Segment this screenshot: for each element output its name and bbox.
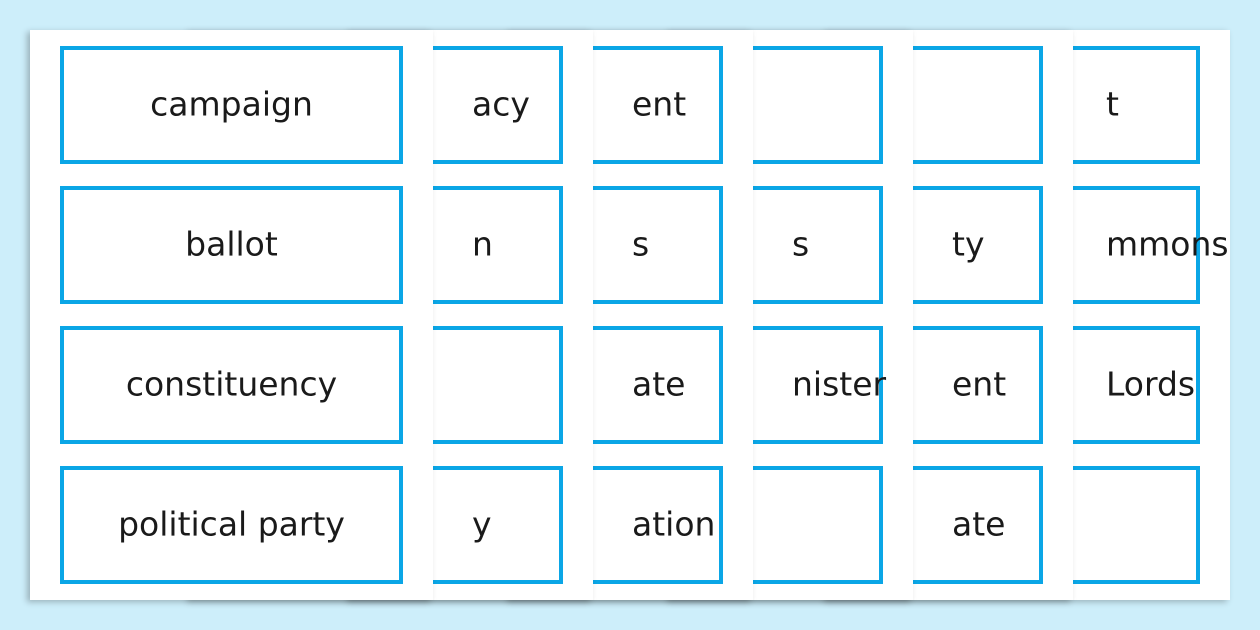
word-card: political party	[60, 466, 403, 584]
word-fragment: ate	[632, 364, 686, 404]
word-fragment: Lords	[1106, 364, 1196, 404]
word-label: ballot	[185, 224, 278, 264]
word-card: campaign	[60, 46, 403, 164]
word-fragment: ation	[632, 504, 716, 544]
word-fragment: ent	[632, 84, 687, 124]
word-fragment: mmons	[1106, 224, 1229, 264]
word-fragment: ent	[952, 364, 1007, 404]
word-fragment: nister	[792, 364, 887, 404]
word-label: constituency	[125, 364, 338, 404]
word-card: ballot	[60, 186, 403, 304]
word-fragment: ty	[952, 224, 985, 264]
word-label: campaign	[150, 84, 313, 124]
word-fragment: acy	[472, 84, 530, 124]
word-fragment: ate	[952, 504, 1006, 544]
word-label: political party	[118, 504, 345, 544]
word-fragment: t	[1106, 84, 1119, 124]
word-fragment: s	[632, 224, 650, 264]
word-fragment: s	[792, 224, 810, 264]
word-card: constituency	[60, 326, 403, 444]
front-sheet: campaign ballot constituency political part…	[30, 30, 433, 600]
word-fragment: y	[472, 504, 492, 544]
word-fragment: n	[472, 224, 493, 264]
